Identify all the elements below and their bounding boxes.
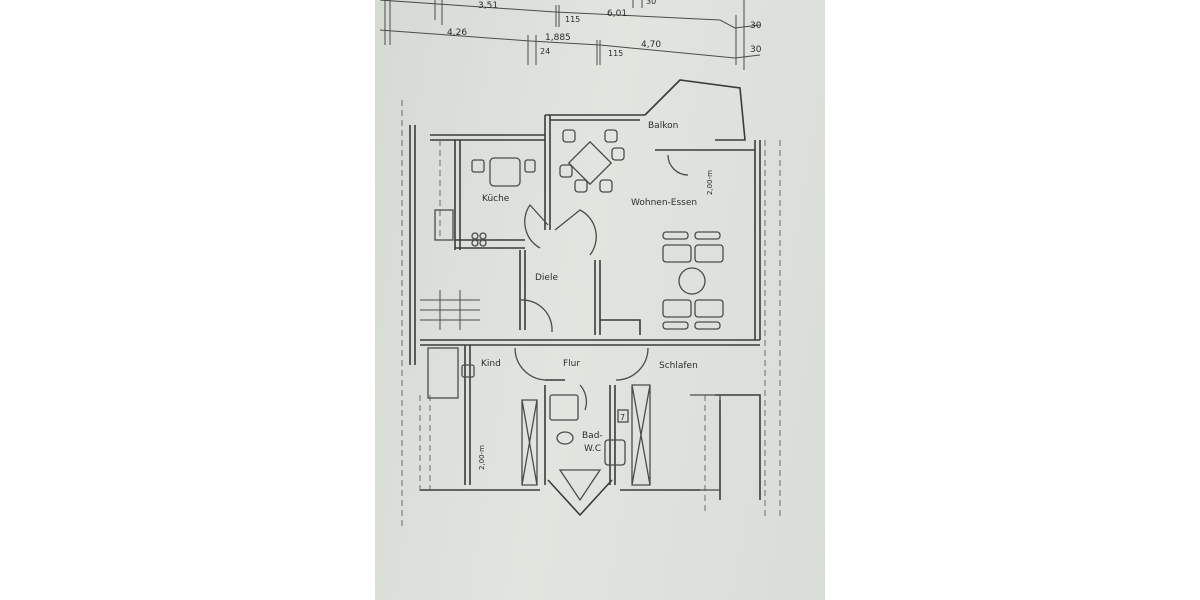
dining-table bbox=[567, 140, 613, 186]
room-label-flur: Flur bbox=[563, 359, 580, 369]
dim-1-885: 1,885 bbox=[545, 33, 571, 43]
dashed-outlines bbox=[401, 100, 781, 530]
room-label-wc: W.C bbox=[584, 444, 601, 454]
dim-115: 115 bbox=[608, 49, 623, 58]
dim-30-right-2: 30 bbox=[750, 45, 762, 55]
dim-115-top: 115 bbox=[565, 15, 580, 24]
room-label-bad: Bad- bbox=[582, 431, 603, 441]
dim-4-70: 4,70 bbox=[641, 40, 661, 50]
shaft-number: 7 bbox=[620, 413, 625, 422]
room-label-wohnen-essen: Wohnen-Essen bbox=[631, 198, 697, 208]
room-label-kind: Kind bbox=[481, 359, 501, 369]
furniture bbox=[420, 129, 724, 502]
kitchen-table bbox=[489, 157, 521, 187]
room-label-schlafen: Schlafen bbox=[659, 361, 698, 371]
dim-3-51: 3,51 bbox=[478, 1, 498, 11]
dim-24: 24 bbox=[540, 47, 550, 56]
dim-4-26: 4,26 bbox=[447, 28, 467, 38]
dim-30-top: 30 bbox=[646, 0, 656, 6]
room-label-balkon: Balkon bbox=[648, 121, 678, 131]
dimension-lines bbox=[379, 0, 761, 70]
height-annotation-left: 2,00-m bbox=[478, 445, 486, 470]
height-annotation-right: 2,00-m bbox=[706, 170, 714, 195]
room-label-kueche: Küche bbox=[482, 194, 510, 204]
doors bbox=[514, 154, 689, 411]
room-label-diele: Diele bbox=[535, 273, 558, 283]
dim-6-01: 6,01 bbox=[607, 9, 627, 19]
dim-30-right-1: 30 bbox=[750, 21, 762, 31]
walls bbox=[409, 79, 761, 517]
